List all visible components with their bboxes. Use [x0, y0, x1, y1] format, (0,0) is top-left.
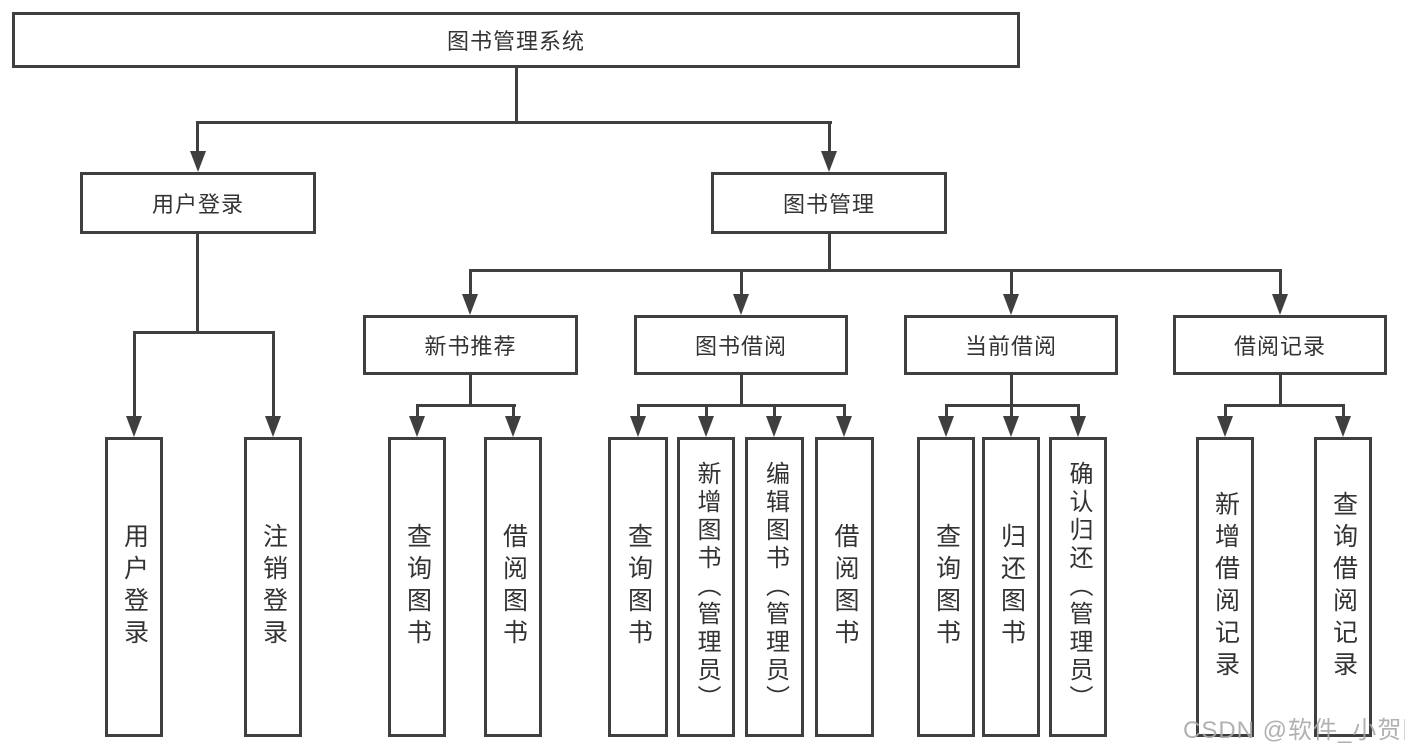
node-logout: 注销登录 — [244, 437, 302, 737]
arrowhead-down-icon — [836, 416, 852, 437]
node-book-management: 图书管理 — [711, 172, 947, 234]
node-add-borrow-record: 新增借阅记录 — [1196, 437, 1254, 737]
arrowhead-down-icon — [938, 416, 954, 437]
connector-line — [637, 404, 640, 418]
connector-line — [828, 121, 831, 154]
connector-line — [773, 404, 776, 418]
arrowhead-down-icon — [1003, 416, 1019, 437]
connector-line — [1077, 404, 1080, 418]
node-query-borrow-record: 查询借阅记录 — [1314, 437, 1372, 737]
arrowhead-down-icon — [126, 416, 142, 437]
arrowhead-down-icon — [462, 294, 478, 315]
node-borrow-books-2: 借阅图书 — [815, 437, 874, 737]
node-add-book-admin: 新增图书（管理员） — [677, 437, 735, 737]
arrowhead-down-icon — [1070, 416, 1086, 437]
arrowhead-down-icon — [505, 416, 521, 437]
connector-line — [1010, 269, 1013, 296]
connector-line — [416, 404, 419, 418]
connector-line — [637, 404, 846, 407]
arrowhead-down-icon — [1217, 416, 1233, 437]
arrowhead-down-icon — [409, 416, 425, 437]
arrowhead-down-icon — [1335, 416, 1351, 437]
connector-line — [1279, 375, 1282, 407]
connector-line — [1342, 404, 1345, 418]
connector-line — [945, 404, 948, 418]
connector-line — [515, 68, 518, 124]
connector-line — [133, 331, 136, 417]
node-current-borrow: 当前借阅 — [904, 315, 1118, 375]
connector-line — [196, 234, 199, 334]
arrowhead-down-icon — [733, 294, 749, 315]
connector-line — [705, 404, 708, 418]
node-root: 图书管理系统 — [12, 12, 1020, 68]
connector-line — [197, 121, 832, 124]
node-query-books-1: 查询图书 — [388, 437, 446, 737]
node-user-login: 用户登录 — [80, 172, 316, 234]
arrowhead-down-icon — [766, 416, 782, 437]
node-user-login-leaf: 用户登录 — [105, 437, 163, 737]
connector-line — [843, 404, 846, 418]
node-query-books-3: 查询图书 — [917, 437, 975, 737]
connector-line — [1010, 375, 1013, 407]
arrowhead-down-icon — [1272, 294, 1288, 315]
node-query-books-2: 查询图书 — [608, 437, 668, 737]
connector-line — [1224, 404, 1227, 418]
arrowhead-down-icon — [265, 416, 281, 437]
connector-line — [512, 404, 515, 418]
node-new-book-recommend: 新书推荐 — [363, 315, 578, 375]
arrowhead-down-icon — [698, 416, 714, 437]
arrowhead-down-icon — [821, 151, 837, 172]
node-borrow-books-1: 借阅图书 — [484, 437, 542, 737]
node-book-borrow: 图书借阅 — [634, 315, 848, 375]
connector-line — [133, 331, 275, 334]
arrowhead-down-icon — [190, 151, 206, 172]
connector-line — [469, 269, 472, 296]
connector-line — [272, 331, 275, 417]
connector-line — [828, 234, 831, 272]
connector-line — [196, 121, 199, 154]
node-return-book: 归还图书 — [982, 437, 1040, 737]
connector-line — [740, 269, 743, 296]
connector-line — [740, 375, 743, 407]
connector-line — [469, 375, 472, 407]
node-confirm-return-admin: 确认归还（管理员） — [1049, 437, 1107, 737]
connector-line — [1279, 269, 1282, 296]
connector-line — [1224, 404, 1345, 407]
arrowhead-down-icon — [630, 416, 646, 437]
node-edit-book-admin: 编辑图书（管理员） — [745, 437, 804, 737]
connector-line — [416, 404, 516, 407]
node-borrow-records: 借阅记录 — [1173, 315, 1387, 375]
arrowhead-down-icon — [1003, 294, 1019, 315]
watermark: CSDN @软件_小贺同学 — [1183, 717, 1405, 744]
connector-line — [469, 269, 1282, 272]
connector-line — [1010, 404, 1013, 418]
